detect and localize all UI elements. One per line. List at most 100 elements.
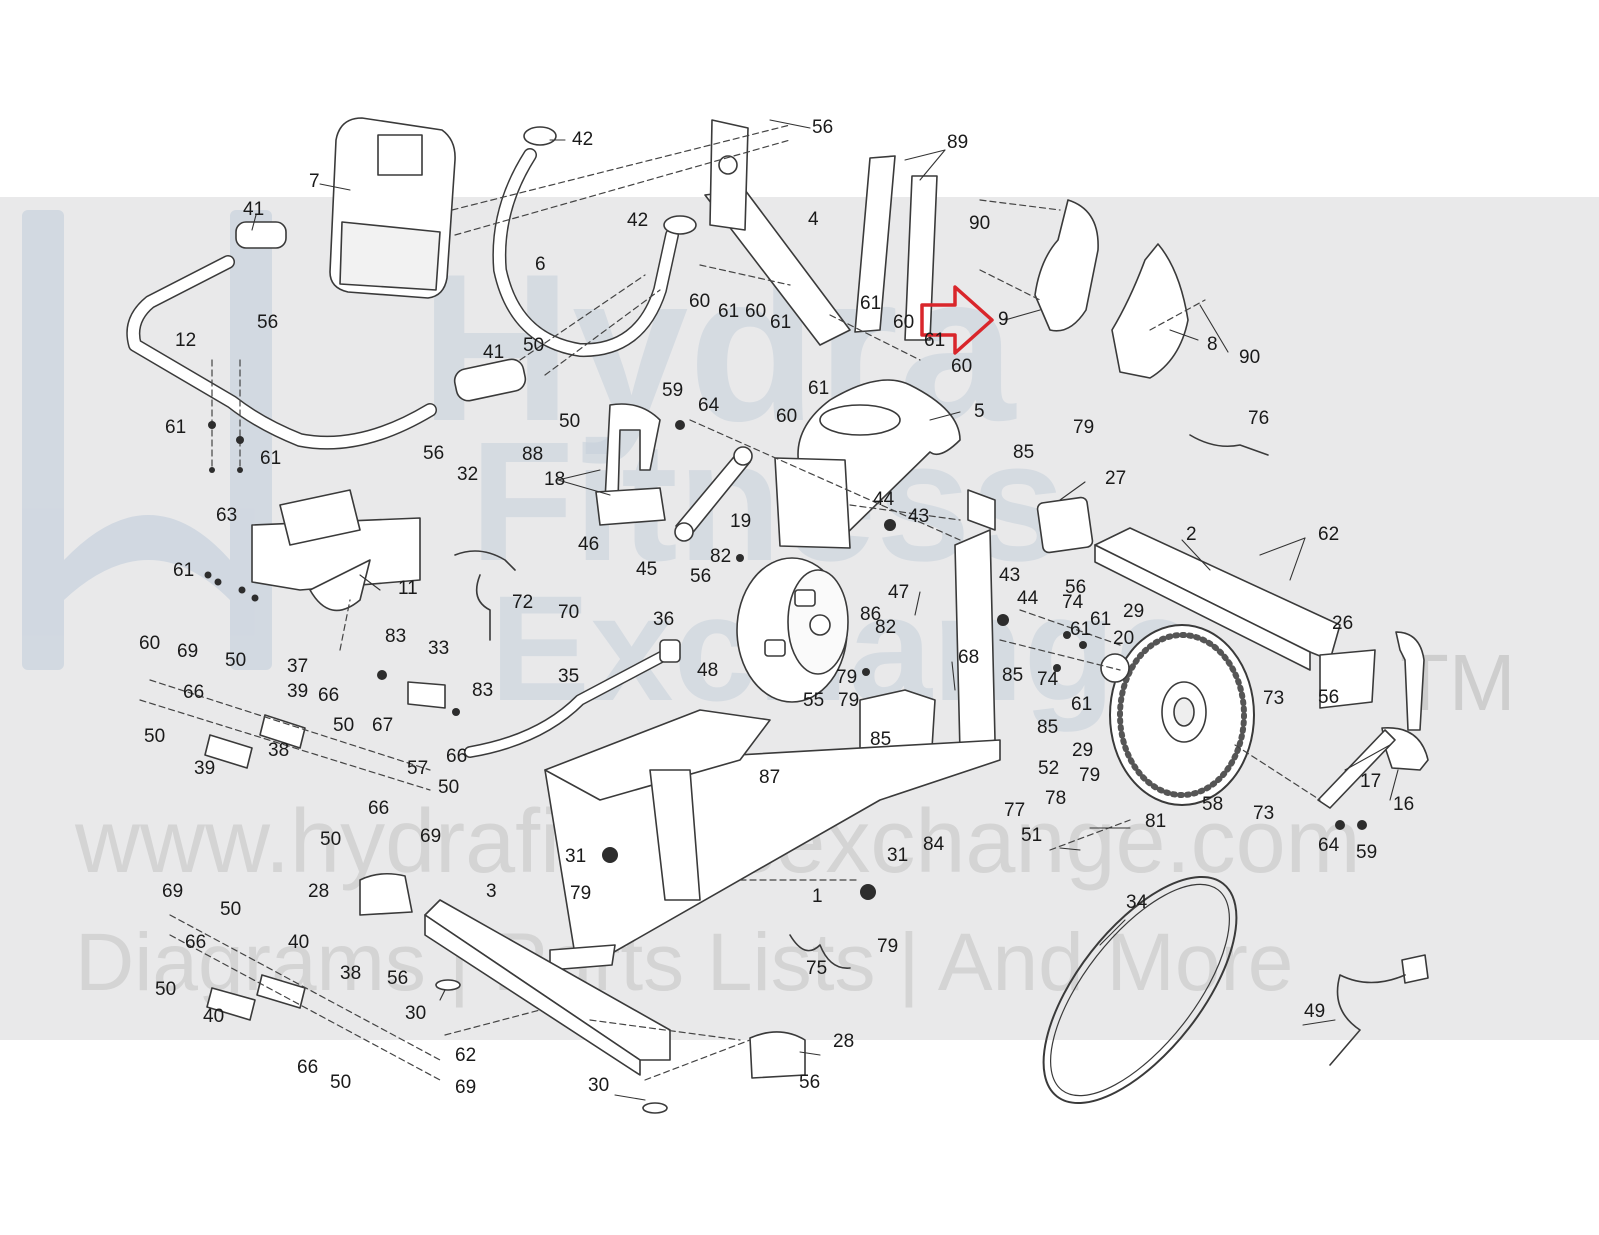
part-callout: 50 — [225, 650, 247, 671]
part-console — [329, 117, 456, 299]
part-callout: 61 — [173, 560, 195, 581]
part-callout: 16 — [1393, 794, 1415, 815]
part-callout: 73 — [1253, 803, 1275, 824]
part-callout: 61 — [1071, 694, 1093, 715]
part-wiring — [454, 434, 1269, 969]
part-shroud-9 — [1034, 199, 1099, 332]
part-callout: 45 — [636, 559, 658, 580]
part-callout: 61 — [924, 330, 946, 351]
part-callout: 18 — [544, 469, 566, 490]
part-callout: 75 — [806, 958, 828, 979]
part-flywheel-48 — [736, 557, 849, 703]
part-callout: 74 — [1062, 592, 1084, 613]
part-callout: 50 — [330, 1072, 352, 1093]
part-callout: 27 — [1105, 468, 1127, 489]
part-callout: 60 — [745, 301, 767, 322]
part-callout: 60 — [139, 633, 161, 654]
part-callout: 50 — [438, 777, 460, 798]
part-callout: 41 — [243, 199, 265, 220]
part-callout: 66 — [297, 1057, 319, 1078]
part-callout: 85 — [870, 729, 892, 750]
part-callout: 61 — [260, 448, 282, 469]
part-callout: 82 — [875, 617, 897, 638]
part-callout: 60 — [893, 312, 915, 333]
part-front-shroud — [774, 379, 961, 549]
part-callout: 56 — [423, 443, 445, 464]
part-callout: 79 — [836, 667, 858, 688]
part-callout: 81 — [1145, 811, 1167, 832]
part-callout: 66 — [446, 746, 468, 767]
part-callout: 36 — [653, 609, 675, 630]
part-callout: 3 — [486, 881, 497, 902]
part-callout: 89 — [947, 132, 969, 153]
part-callout: 56 — [387, 968, 409, 989]
part-callout: 49 — [1304, 1001, 1326, 1022]
part-callout: 60 — [689, 291, 711, 312]
part-callout: 31 — [565, 846, 587, 867]
hardware-fasteners — [204, 420, 1367, 900]
part-callout: 44 — [1017, 588, 1039, 609]
part-callout: 52 — [1038, 758, 1060, 779]
part-callout: 90 — [1239, 347, 1261, 368]
part-callout: 46 — [578, 534, 600, 555]
part-callout: 56 — [812, 117, 834, 138]
part-callout: 48 — [697, 660, 719, 681]
part-callout: 11 — [398, 578, 418, 599]
part-grip-tubes — [854, 155, 938, 341]
part-callout: 29 — [1123, 601, 1145, 622]
part-callout: 86 — [860, 604, 882, 625]
part-callout: 70 — [558, 602, 580, 623]
part-power-adapter — [1329, 954, 1429, 1066]
part-callout: 9 — [998, 309, 1009, 330]
part-callout: 34 — [1126, 892, 1148, 913]
part-seat-rail — [464, 639, 681, 758]
part-callout: 66 — [368, 798, 390, 819]
part-callout: 7 — [309, 171, 320, 192]
part-pedal-assembly-left — [595, 403, 753, 542]
part-callout: 60 — [951, 356, 973, 377]
part-callout: 6 — [535, 254, 546, 275]
part-callout: 84 — [923, 834, 945, 855]
assembly-lines — [139, 124, 1321, 1081]
part-callout: 61 — [808, 378, 830, 399]
part-callout: 56 — [257, 312, 279, 333]
part-callout: 56 — [799, 1072, 821, 1093]
part-callout: 47 — [888, 582, 910, 603]
part-callout: 66 — [185, 932, 207, 953]
part-callout: 61 — [718, 301, 740, 322]
part-callout: 56 — [1065, 577, 1087, 598]
part-callout: 59 — [1356, 842, 1378, 863]
part-post — [704, 119, 851, 346]
part-callout: 85 — [1002, 665, 1024, 686]
part-callout: 61 — [1090, 609, 1112, 630]
part-callout: 17 — [1360, 771, 1382, 792]
part-callout: 43 — [908, 506, 930, 527]
part-upper-handlebar — [492, 126, 697, 358]
part-callout: 12 — [175, 330, 197, 351]
part-callout: 26 — [1332, 613, 1354, 634]
part-callout: 2 — [1186, 524, 1197, 545]
part-callout: 69 — [177, 641, 199, 662]
part-callout: 50 — [144, 726, 166, 747]
part-callout: 67 — [372, 715, 394, 736]
part-callout: 85 — [1037, 717, 1059, 738]
part-callout: 32 — [457, 464, 479, 485]
part-callout: 61 — [165, 417, 187, 438]
part-callout: 87 — [759, 767, 781, 788]
part-callout: 8 — [1207, 334, 1218, 355]
part-callout: 51 — [1021, 825, 1043, 846]
part-callout: 41 — [483, 342, 505, 363]
part-callout: 42 — [627, 210, 649, 231]
part-callout: 19 — [730, 511, 752, 532]
part-callout: 62 — [1318, 524, 1340, 545]
part-callout: 43 — [999, 565, 1021, 586]
part-callout: 66 — [318, 685, 340, 706]
part-callout: 63 — [216, 505, 238, 526]
part-callout: 88 — [522, 444, 544, 465]
part-callout: 42 — [572, 129, 594, 150]
part-callout: 39 — [194, 758, 216, 779]
part-callout: 82 — [710, 546, 732, 567]
part-callout: 30 — [405, 1003, 427, 1024]
part-shroud-8 — [1111, 243, 1189, 379]
part-front-stabilizer — [359, 872, 806, 1114]
